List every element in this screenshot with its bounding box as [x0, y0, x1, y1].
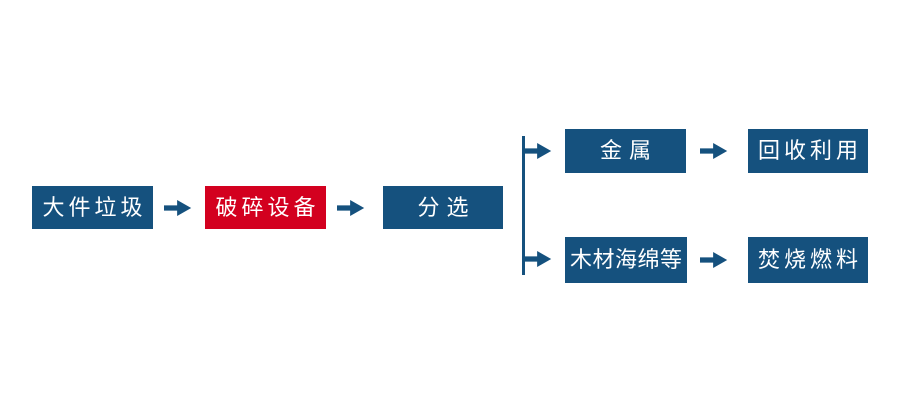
arrow-right-icon — [700, 248, 730, 272]
node-bulky-waste: 大件垃圾 — [32, 186, 153, 229]
arrow-right-icon — [164, 196, 194, 220]
node-sorting: 分选 — [383, 186, 503, 229]
arrow-right-icon — [700, 139, 730, 163]
node-incineration-fuel: 焚烧燃料 — [748, 237, 868, 283]
arrow-right-icon — [337, 196, 367, 220]
node-recycling: 回收利用 — [748, 129, 868, 173]
node-crushing-equipment: 破碎设备 — [205, 186, 326, 229]
node-metal: 金属 — [565, 129, 686, 173]
node-wood-sponge: 木材海绵等 — [565, 237, 687, 283]
arrow-right-icon — [524, 247, 554, 271]
arrow-right-icon — [524, 139, 554, 163]
branch-connector-line — [522, 136, 525, 275]
